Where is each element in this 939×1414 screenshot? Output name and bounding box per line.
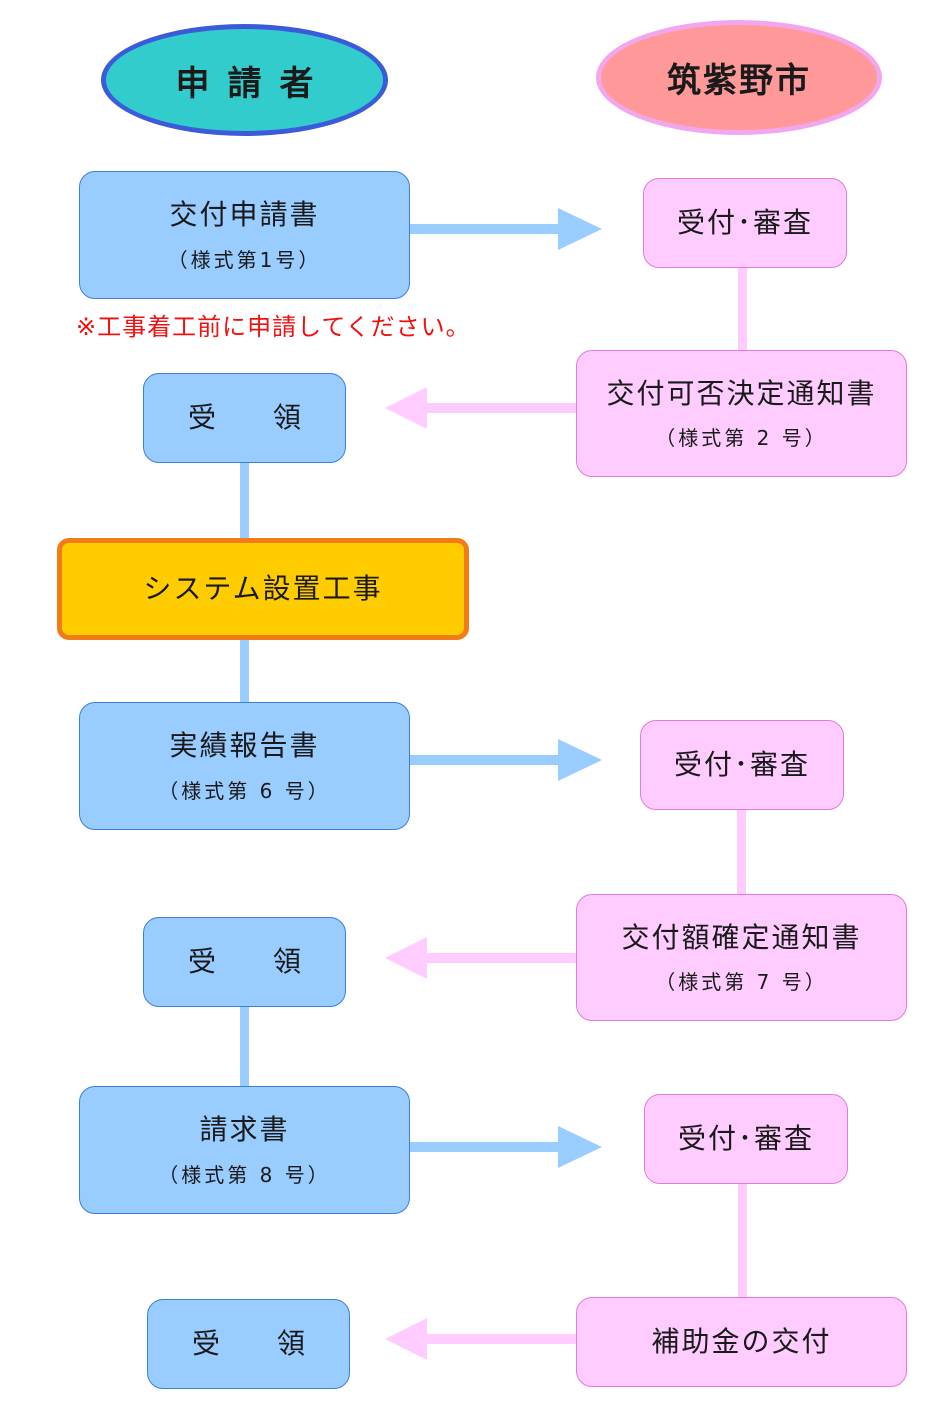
receipt-box-1: 受 領 xyxy=(143,373,346,463)
application-form-title: 交付申請書 xyxy=(169,198,320,232)
application-form-number: （様式第1号） xyxy=(167,247,322,272)
report-form-title: 実績報告書 xyxy=(169,729,320,763)
connector-review1-decision xyxy=(738,268,747,350)
city-header-label: 筑紫野市 xyxy=(667,61,811,101)
arrow-payment-to-receipt3-icon xyxy=(385,1318,577,1360)
receipt-box-3: 受 領 xyxy=(147,1299,350,1389)
invoice-form-number: （様式第 8 号） xyxy=(158,1162,331,1187)
connector-construction-report xyxy=(240,638,249,702)
payment-box: 補助金の交付 xyxy=(576,1297,907,1387)
review-box-2: 受付･審査 xyxy=(640,720,844,810)
amount-notice-title: 交付額確定通知書 xyxy=(621,920,862,954)
applicant-header: 申請者 xyxy=(101,24,388,136)
decision-notice-title: 交付可否決定通知書 xyxy=(606,376,877,410)
report-form-number: （様式第 6 号） xyxy=(158,778,331,803)
payment-title: 補助金の交付 xyxy=(651,1325,832,1359)
arrow-report-to-review2-icon xyxy=(410,739,602,781)
report-form-box: 実績報告書 （様式第 6 号） xyxy=(79,702,410,830)
construction-box: システム設置工事 xyxy=(57,538,469,640)
arrow-amount-to-receipt2-icon xyxy=(385,937,577,979)
pre-construction-note: ※工事着工前に申請してください。 xyxy=(76,313,471,341)
decision-notice-box: 交付可否決定通知書 （様式第 2 号） xyxy=(576,350,907,477)
connector-review2-amount xyxy=(737,810,746,894)
invoice-form-title: 請求書 xyxy=(199,1113,290,1147)
receipt-title-1: 受 領 xyxy=(188,401,325,435)
arrow-decision-to-receipt1-icon xyxy=(385,387,577,429)
arrow-invoice-to-review3-icon xyxy=(410,1126,602,1168)
receipt-box-2: 受 領 xyxy=(143,917,346,1007)
invoice-form-box: 請求書 （様式第 8 号） xyxy=(79,1086,410,1214)
connector-review3-payment xyxy=(738,1184,747,1297)
applicant-header-label: 申請者 xyxy=(175,63,332,104)
decision-notice-form-number: （様式第 2 号） xyxy=(655,426,828,451)
amount-notice-box: 交付額確定通知書 （様式第 7 号） xyxy=(576,894,907,1021)
application-form-box: 交付申請書 （様式第1号） xyxy=(79,171,410,299)
review-title-2: 受付･審査 xyxy=(673,748,810,782)
arrow-application-to-review1-icon xyxy=(410,208,602,250)
receipt-title-2: 受 領 xyxy=(188,945,325,979)
receipt-title-3: 受 領 xyxy=(192,1327,329,1361)
connector-receipt1-construction xyxy=(240,462,249,540)
review-box-3: 受付･審査 xyxy=(644,1094,848,1184)
city-header: 筑紫野市 xyxy=(596,20,882,135)
connector-receipt2-invoice xyxy=(240,1006,249,1086)
review-title-1: 受付･審査 xyxy=(676,206,813,240)
review-box-1: 受付･審査 xyxy=(643,178,847,268)
amount-notice-form-number: （様式第 7 号） xyxy=(655,970,828,995)
construction-title: システム設置工事 xyxy=(143,572,383,606)
review-title-3: 受付･審査 xyxy=(677,1122,814,1156)
